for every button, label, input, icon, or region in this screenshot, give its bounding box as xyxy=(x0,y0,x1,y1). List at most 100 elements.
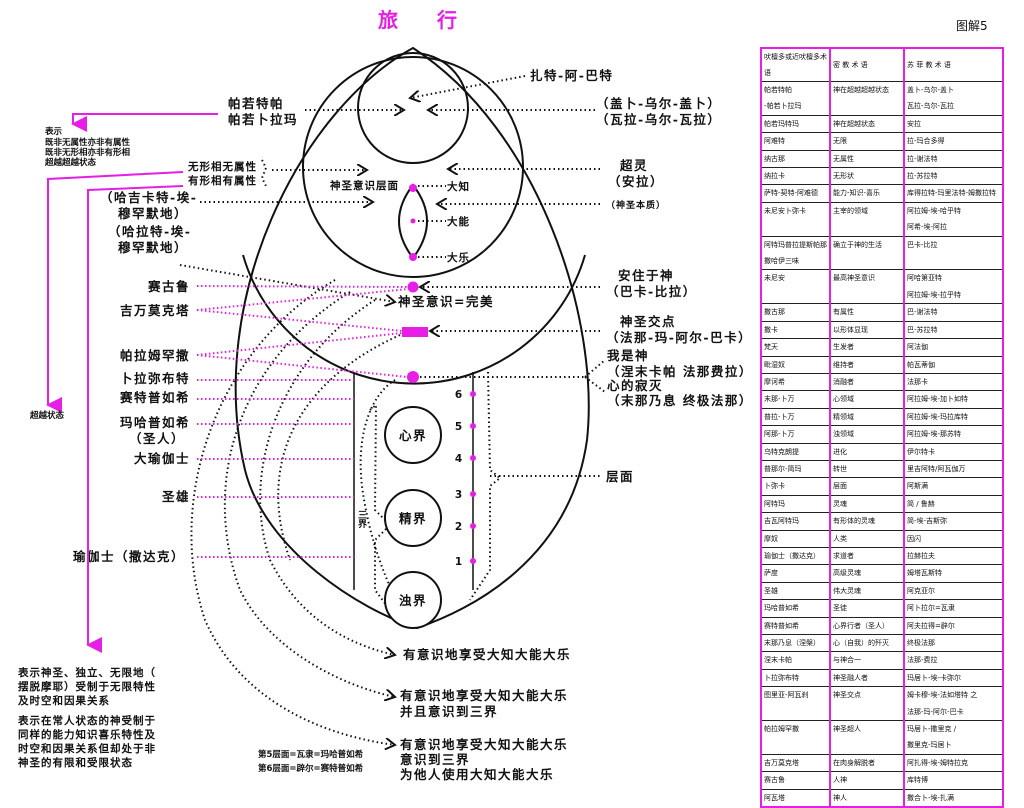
figure-label: 图解5 xyxy=(956,19,988,33)
table-cell: 神圣超人 xyxy=(829,720,905,755)
note1: 表示 既非无属性亦非有属性 既非无形相亦非有形相 超越超越状态 超越状态 xyxy=(29,126,131,421)
cell-line: 终极法那 xyxy=(907,639,935,647)
table-cell: 圣雄 xyxy=(760,582,831,601)
table-cell: 撒合卜-埃-扎满 xyxy=(903,789,1004,808)
svg-text:帕拉姆罕撒: 帕拉姆罕撒 xyxy=(120,348,190,363)
table-cell: 撒卡 xyxy=(760,321,831,340)
cell-line: 阿哈第亚特 xyxy=(907,274,942,283)
svg-text:及时空和因果关系: 及时空和因果关系 xyxy=(18,694,110,707)
cell-line: 库特博 xyxy=(907,776,928,785)
cell-line: 消融者 xyxy=(833,377,854,386)
table-cell: 纳古那 xyxy=(760,150,831,169)
table-row: 未尼安卜弥卡主宰的领域阿拉姆-埃-哈乎特阿希-埃-阿拉 xyxy=(760,202,1004,237)
svg-text:有意识地享受大知大能大乐: 有意识地享受大知大能大乐 xyxy=(400,737,568,752)
cell-line: 撒合卜-埃-扎满 xyxy=(907,793,955,802)
table-row: 摩奴人类因闪 xyxy=(760,530,1004,548)
table-cell: 末那乃息（涅槃） xyxy=(760,634,831,653)
svg-text:3: 3 xyxy=(455,489,463,501)
subtle-world: 精界 xyxy=(384,489,442,547)
table-cell: 阿拉姆-埃-加卜如特 xyxy=(903,390,1004,409)
cell-line: 帕若特帕 xyxy=(764,86,792,94)
cell-line: 玛哈普如希 xyxy=(764,604,799,613)
cell-line: 拉-苏拉特 xyxy=(907,172,938,181)
svg-text:赛古鲁: 赛古鲁 xyxy=(147,279,190,294)
svg-text:表示在常人状态的神受制于: 表示在常人状态的神受制于 xyxy=(17,714,156,727)
table-row: 毗湿奴 维持者帕瓦蒂伽 xyxy=(760,356,1004,374)
cell-line: 乌特克朗提 xyxy=(764,447,799,456)
cell-line: 梵天 xyxy=(764,343,778,352)
table-cell: 灵魂 xyxy=(829,495,905,514)
cell-line: 阿斯满 xyxy=(907,482,928,491)
table-row: 阿特玛灵魂简 / 鲁赫 xyxy=(760,495,1004,514)
table-row: 阿难特无限拉-玛合多得 xyxy=(760,132,1004,151)
svg-text:瑜伽士（撒达克）: 瑜伽士（撒达克） xyxy=(73,549,185,564)
table-cell: 在肉身解脱者 xyxy=(829,754,905,773)
table-cell: 阿拉姆-埃-那苏特 xyxy=(903,425,1004,444)
cell-line: 法那卡 xyxy=(907,377,928,386)
svg-text:5: 5 xyxy=(455,421,463,433)
svg-text:大知: 大知 xyxy=(447,180,470,193)
cell-line: 撒卡 xyxy=(764,325,778,334)
table-cell: 赛古鲁 xyxy=(760,771,831,790)
cell-line: 帕瓦蒂伽 xyxy=(907,360,935,369)
cell-line: 神圣融人者 xyxy=(833,673,868,682)
svg-text:摆脱摩耶）受制于无限特性: 摆脱摩耶）受制于无限特性 xyxy=(18,680,156,693)
cell-line: 人类 xyxy=(833,534,847,543)
table-cell: 阿哈第亚特阿拉姆-埃-拉乎特 xyxy=(903,269,1004,305)
table-cell: 浊领域 xyxy=(829,425,905,444)
svg-text:（哈拉特-埃-: （哈拉特-埃- xyxy=(108,224,191,239)
cell-line: 姆卡穆-埃-法如塔特 之 xyxy=(907,691,978,700)
table-row: 末那-卜万心领域阿拉姆-埃-加卜如特 xyxy=(760,390,1004,409)
cell-line: 拉-玛合多得 xyxy=(907,137,945,146)
table-cell: 阿瓦塔 xyxy=(760,789,831,808)
cell-line: 玛居卜-撒里克 / xyxy=(907,725,957,734)
table-cell: 阿斯满 xyxy=(903,477,1004,496)
cell-line: 与神合一 xyxy=(833,656,861,665)
svg-text:大瑜伽士: 大瑜伽士 xyxy=(134,451,190,466)
table-cell: 心（自我）的歼灭 xyxy=(829,634,905,653)
cell-line: 阿拉姆-埃-加卜如特 xyxy=(907,395,969,404)
table-cell: 萨特-契特-阿难德 xyxy=(760,184,831,203)
header-sufi: 苏 菲 教 术 语 xyxy=(903,48,1004,82)
cell-line: 卜弥卡 xyxy=(764,482,785,491)
cell-line: 转世 xyxy=(833,464,847,473)
svg-text:神圣意识层面: 神圣意识层面 xyxy=(330,179,399,192)
table-header-row: 吠檀多或近吠檀多术语 密 教 术 语 苏 菲 教 术 语 xyxy=(760,48,1004,82)
table-cell: 卜弥卡 xyxy=(760,477,831,496)
table-cell: 伊尔特卡 xyxy=(903,443,1004,461)
table-cell: 与神合一 xyxy=(829,651,905,670)
cell-line: 普那尔-简玛 xyxy=(764,464,802,473)
cell-line: 瓦拉-乌尔-瓦拉 xyxy=(907,102,955,111)
table-cell: 巴-苏拉特 xyxy=(903,321,1004,340)
table-row: 吉万莫克塔在肉身解脱者阿扎得-埃-姆特拉克 xyxy=(760,754,1004,773)
table-cell: 主宰的领域 xyxy=(829,202,905,237)
cell-line: 姆塔瓦斯特 xyxy=(907,569,942,578)
svg-text:既非无形相亦非有形相: 既非无形相亦非有形相 xyxy=(45,147,131,158)
cell-line: 图里亚-阿瓦刹 xyxy=(764,691,809,700)
svg-text:表示: 表示 xyxy=(44,126,63,137)
svg-text:我是神: 我是神 xyxy=(607,348,649,363)
table-cell: 图里亚-阿瓦刹 xyxy=(760,686,831,722)
table-cell: 维持者 xyxy=(829,356,905,374)
table-cell: 伟大灵魂 xyxy=(829,582,905,601)
svg-text:心的寂灭: 心的寂灭 xyxy=(607,378,663,393)
cell-line: 神圣超人 xyxy=(833,725,861,734)
table-row: 卜弥卡层面阿斯满 xyxy=(760,477,1004,496)
cell-line: 最高神圣意识 xyxy=(833,274,875,283)
cell-line: 瑜伽士（撒达克） xyxy=(764,551,820,560)
svg-text:神圣的有限和受限状态: 神圣的有限和受限状态 xyxy=(18,756,133,769)
svg-text:（涅末卡帕 法那费拉）: （涅末卡帕 法那费拉） xyxy=(607,364,753,379)
cell-line: 灵魂 xyxy=(833,499,847,508)
table-cell: 阿难特 xyxy=(760,132,831,151)
table-row: 纳拉卡无形状拉-苏拉特 xyxy=(760,167,1004,186)
table-row: 帕若玛特玛神在超越状态安拉 xyxy=(760,115,1004,134)
table-row: 玛哈普如希圣徒阿卜拉尔=瓦隶 xyxy=(760,599,1004,618)
table-row: 涅末卡帕与神合一法那-费拉 xyxy=(760,651,1004,670)
svg-text:玛哈普如希: 玛哈普如希 xyxy=(120,415,190,430)
cell-line: 毗湿奴 xyxy=(764,360,785,369)
table-cell: 拉赫拉夫 xyxy=(903,547,1004,566)
cell-line: 伊尔特卡 xyxy=(907,447,935,456)
top-links xyxy=(200,75,606,477)
table-cell: 撒古那 xyxy=(760,303,831,322)
